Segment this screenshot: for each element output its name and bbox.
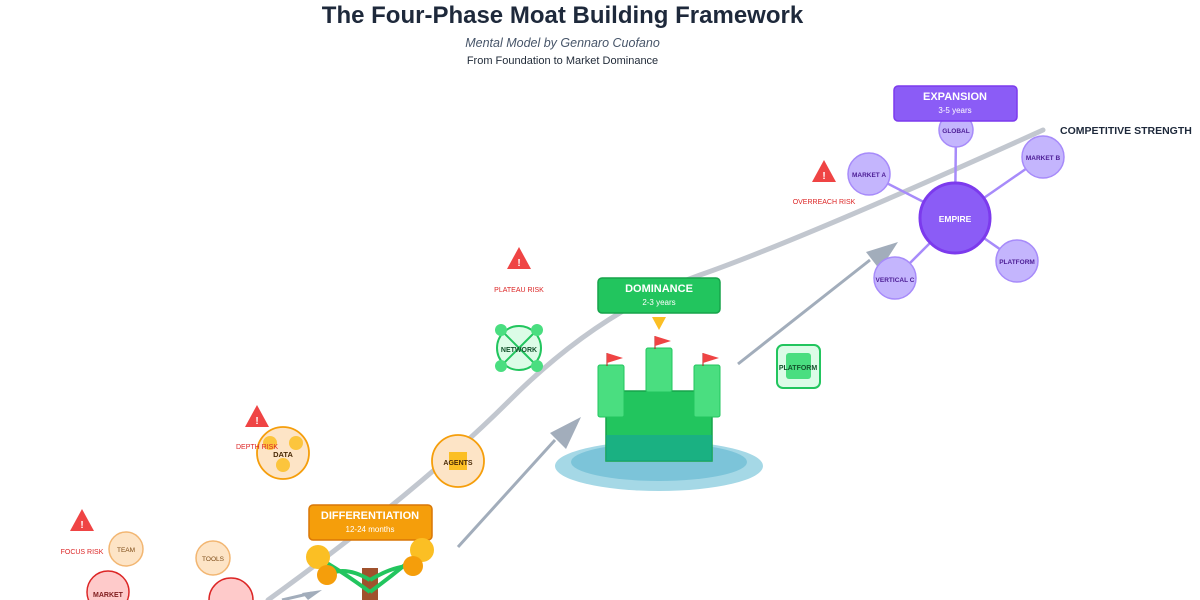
agents-label: AGENTS (443, 460, 473, 467)
network-node[interactable]: NETWORK (495, 324, 543, 372)
platform-expansion-node[interactable]: PLATFORM (995, 239, 1039, 283)
network-label: NETWORK (501, 347, 537, 354)
differentiation-phase-box[interactable]: DIFFERENTIATION 12-24 months (308, 504, 433, 541)
expansion-name: EXPANSION (923, 91, 987, 103)
overreach-risk-warning: ! OVERREACH RISK (793, 160, 856, 206)
team-node[interactable]: TEAM (108, 531, 144, 567)
empire-label: EMPIRE (939, 214, 972, 224)
market-node[interactable]: MARKET (86, 570, 130, 600)
team-label: TEAM (117, 547, 135, 554)
plateau-risk-warning: ! PLATEAU RISK (494, 247, 544, 294)
dominance-name: DOMINANCE (625, 283, 693, 295)
market-label: MARKET (93, 592, 124, 599)
warning-icon (245, 405, 269, 427)
tree-icon (306, 538, 434, 600)
depth-risk-warning: ! DEPTH RISK (236, 405, 278, 451)
expansion-phase-box[interactable]: EXPANSION 3-5 years (893, 85, 1018, 122)
data-label: DATA (273, 450, 293, 459)
expansion-duration: 3-5 years (938, 106, 971, 115)
progression-arrow-2 (456, 417, 581, 549)
market-a-node[interactable]: MARKET A (847, 152, 891, 196)
dominance-phase-box[interactable]: DOMINANCE 2-3 years (597, 277, 721, 314)
empire-node[interactable]: EMPIRE (918, 181, 992, 255)
agents-node[interactable]: AGENTS (431, 434, 485, 488)
warning-icon (70, 509, 94, 531)
platform-expansion-label: PLATFORM (999, 259, 1035, 266)
foundation-node-partial[interactable] (208, 577, 254, 600)
differentiation-name: DIFFERENTIATION (321, 510, 419, 522)
market-b-label: MARKET B (1026, 155, 1061, 162)
svg-text:!: ! (517, 258, 520, 269)
tools-node[interactable]: TOOLS (195, 540, 231, 576)
market-a-label: MARKET A (852, 172, 886, 179)
page-title: The Four-Phase Moat Building Framework (321, 2, 804, 29)
dominance-duration: 2-3 years (642, 298, 675, 307)
svg-text:!: ! (255, 416, 258, 427)
vertical-c-label: VERTICAL C (876, 277, 915, 284)
focus-risk-warning: ! FOCUS RISK (61, 509, 104, 556)
focus-risk-label: FOCUS RISK (61, 549, 104, 556)
vertical-c-node[interactable]: VERTICAL C (873, 256, 917, 300)
global-label: GLOBAL (942, 128, 969, 135)
progression-arrow-3 (737, 242, 898, 366)
castle-moat-icon (555, 336, 763, 491)
platform-label: PLATFORM (779, 365, 818, 372)
overreach-risk-label: OVERREACH RISK (793, 199, 856, 206)
svg-text:!: ! (80, 520, 83, 531)
page-subtitle: Mental Model by Gennaro Cuofano (465, 36, 660, 50)
progression-arrow-1 (281, 590, 322, 600)
market-b-node[interactable]: MARKET B (1021, 135, 1065, 179)
svg-text:!: ! (822, 171, 825, 182)
warning-icon (507, 247, 531, 269)
plateau-risk-label: PLATEAU RISK (494, 287, 544, 294)
data-node[interactable]: DATA (256, 426, 310, 480)
platform-node[interactable]: PLATFORM (776, 344, 821, 389)
warning-icon (812, 160, 836, 182)
depth-risk-label: DEPTH RISK (236, 444, 278, 451)
crown-gem-icon (652, 317, 666, 330)
tools-label: TOOLS (202, 556, 225, 563)
page-tagline: From Foundation to Market Dominance (466, 55, 659, 67)
competitive-strength-curve (265, 127, 1046, 600)
curve-label: COMPETITIVE STRENGTH (1060, 125, 1192, 137)
differentiation-duration: 12-24 months (346, 525, 395, 534)
